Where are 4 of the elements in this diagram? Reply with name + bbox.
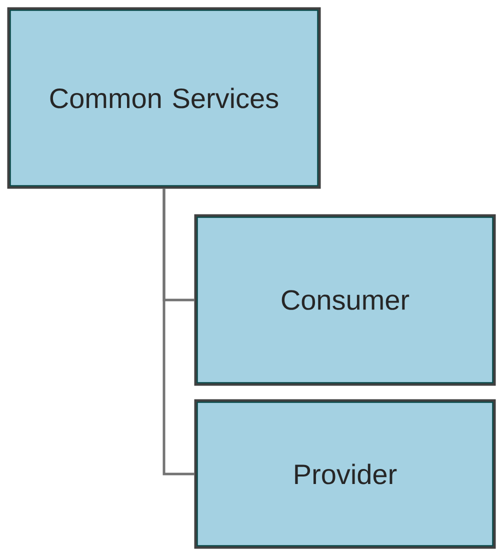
process-box: Provider xyxy=(194,399,496,549)
process-box: Common Services xyxy=(7,7,321,189)
process-box: Consumer xyxy=(194,214,496,386)
connector-line xyxy=(162,188,194,476)
